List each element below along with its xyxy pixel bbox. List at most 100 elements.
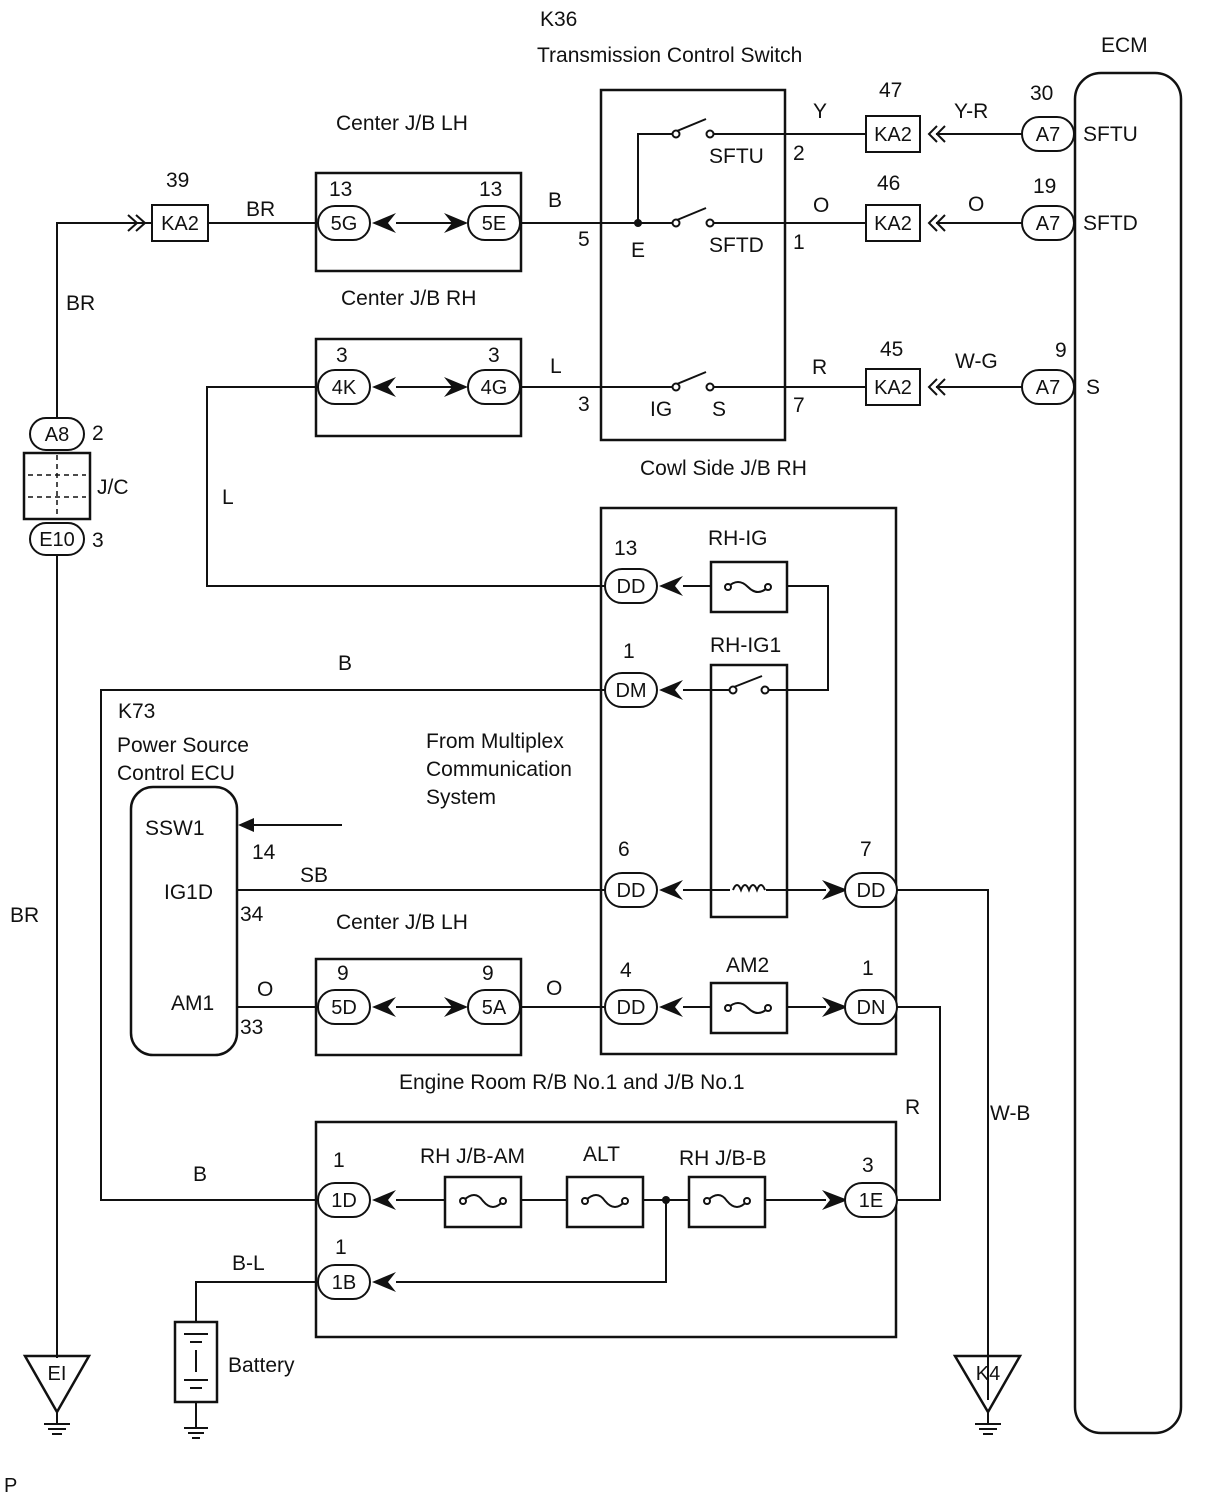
jc-label: J/C	[97, 476, 129, 499]
ka2-45-label: KA2	[874, 377, 912, 399]
ecm-pin-sftd: SFTD	[1083, 212, 1138, 235]
pin-dd7: 7	[860, 838, 872, 861]
am2-label: AM2	[726, 954, 769, 977]
switch-pin-1: 1	[793, 231, 805, 254]
k73-name-2: Control ECU	[117, 762, 235, 785]
connector-5d: 5D	[331, 997, 357, 1019]
wire-w-g: W-G	[955, 350, 998, 373]
k73-ecu-box	[129, 785, 239, 1057]
pin-5d: 9	[337, 962, 349, 985]
pin-1d: 1	[333, 1149, 345, 1172]
wire-o-switch: O	[813, 194, 829, 217]
switch-ig: IG	[650, 398, 672, 421]
pin-dd6: 6	[618, 838, 630, 861]
rh-ig1-relay-box	[709, 663, 789, 919]
ka2-46-label: KA2	[874, 213, 912, 235]
wire-r-switch: R	[812, 356, 827, 379]
ecu-pin-34: 34	[240, 903, 264, 926]
battery-symbol	[173, 1320, 219, 1439]
alt-label: ALT	[583, 1143, 620, 1166]
wire-br-top: BR	[246, 198, 275, 221]
pin-4g: 3	[488, 344, 500, 367]
pin-39: 39	[166, 169, 189, 192]
ecm-pin-9: 9	[1055, 339, 1067, 362]
ka2-45: KA2	[865, 368, 921, 406]
text-labels: K36 Transmission Control Switch ECM Cent…	[4, 8, 1148, 1496]
wire-br-lower: BR	[10, 904, 39, 927]
switch-pin-3: 3	[578, 393, 590, 416]
connector-a7-s: A7	[1036, 377, 1060, 399]
pin-dd13: 13	[614, 537, 637, 560]
rh-jb-b-label: RH J/B-B	[679, 1147, 767, 1170]
wire-b-1d: B	[193, 1163, 207, 1186]
k73-name-1: Power Source	[117, 734, 249, 757]
k73-code: K73	[118, 700, 155, 723]
connector-dd-6: DD	[617, 880, 646, 902]
cowl-side-jb-rh-box	[599, 506, 898, 1056]
wire-l-top: L	[550, 355, 562, 378]
junction-dot	[634, 219, 642, 227]
cowl-side-jb-rh-title: Cowl Side J/B RH	[640, 457, 807, 480]
wire-o-ecm: O	[968, 193, 984, 216]
switch-pin-5: 5	[578, 228, 590, 251]
connector-dd-13: DD	[617, 576, 646, 598]
multiplex-line-3: System	[426, 786, 496, 809]
connector-dn-1: DN	[857, 997, 886, 1019]
k36-name: Transmission Control Switch	[537, 44, 802, 67]
connector-a8: A8	[45, 424, 69, 446]
connector-arrows	[127, 125, 946, 1292]
pin-45: 45	[880, 338, 903, 361]
ecu-pin-ig1d: IG1D	[164, 881, 213, 904]
connector-1d: 1D	[331, 1190, 357, 1212]
pin-47: 47	[879, 79, 902, 102]
wire-sb: SB	[300, 864, 328, 887]
jc-internal	[28, 455, 86, 517]
alt-fusible	[565, 1175, 645, 1229]
connector-4g: 4G	[481, 377, 508, 399]
engine-room-title: Engine Room R/B No.1 and J/B No.1	[399, 1071, 745, 1094]
pill-connectors: 5G 5E 4K 4G A7 A7 A7 A8 E10 DD DM DD DD …	[29, 116, 1075, 1300]
relay-coil	[732, 884, 766, 893]
wire-br-left: BR	[66, 292, 95, 315]
ecu-pin-14: 14	[252, 841, 276, 864]
wire-o-am1: O	[257, 978, 273, 1001]
rh-jb-b-fusible	[687, 1175, 767, 1229]
rh-jb-am-fusible	[443, 1175, 523, 1229]
ecm-title: ECM	[1101, 34, 1148, 57]
wire-y-r: Y-R	[954, 100, 988, 123]
pin-46: 46	[877, 172, 900, 195]
corner-p: P	[4, 1475, 17, 1496]
pin-e10: 3	[92, 529, 104, 552]
junction-dot	[662, 1196, 670, 1204]
switch-sftd: SFTD	[709, 234, 764, 257]
ecm-box	[1073, 71, 1183, 1435]
ecu-pin-ssw1: SSW1	[145, 817, 205, 840]
pin-5a: 9	[482, 962, 494, 985]
switch-contacts	[671, 118, 770, 695]
rh-ig1-label: RH-IG1	[710, 634, 781, 657]
connector-1b: 1B	[332, 1272, 356, 1294]
wire-b-top: B	[548, 189, 562, 212]
ecu-pin-33: 33	[240, 1016, 263, 1039]
wire-w-b: W-B	[990, 1102, 1030, 1125]
ka2-47: KA2	[865, 115, 921, 153]
engine-room-rb-box	[314, 1120, 898, 1339]
switch-e: E	[631, 239, 645, 262]
connector-5e: 5E	[482, 213, 506, 235]
switch-pin-7: 7	[793, 394, 805, 417]
ecm-pin-s: S	[1086, 376, 1100, 399]
connector-a7-sftd: A7	[1036, 213, 1060, 235]
connector-a7-sftu: A7	[1036, 124, 1060, 146]
pin-dd4: 4	[620, 959, 632, 982]
center-jb-rh-title: Center J/B RH	[341, 287, 476, 310]
ka2-47-label: KA2	[874, 124, 912, 146]
connector-e10: E10	[39, 529, 75, 551]
ka2-39: KA2	[151, 204, 209, 242]
pin-4k: 3	[336, 344, 348, 367]
ka2-46: KA2	[865, 204, 921, 242]
connector-4k: 4K	[332, 377, 357, 399]
k36-code: K36	[540, 8, 577, 31]
connector-1e: 1E	[859, 1190, 883, 1212]
switch-s: S	[712, 398, 726, 421]
